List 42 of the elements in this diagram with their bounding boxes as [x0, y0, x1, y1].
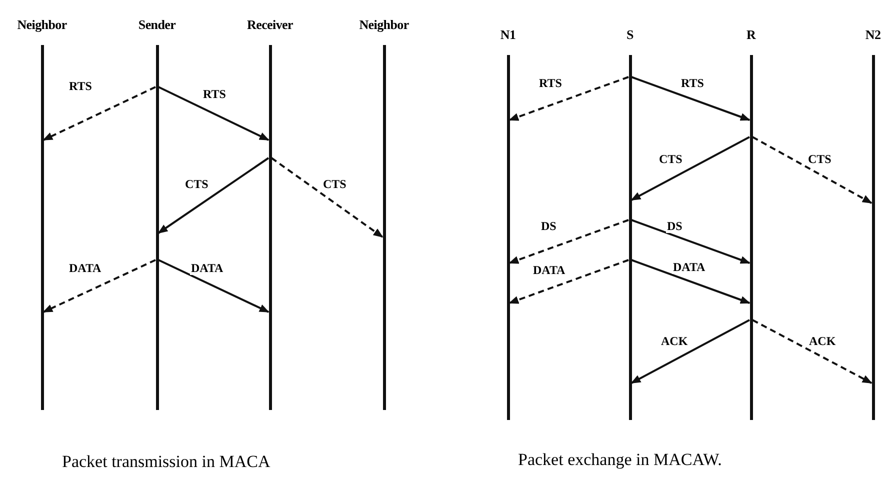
dashed-arrow [508, 259, 629, 304]
edge-label: RTS [68, 80, 93, 93]
arrow [158, 86, 270, 141]
edge-label: DATA [68, 262, 102, 275]
edge-label: DATA [190, 262, 224, 275]
lifeline-heading: N2 [865, 27, 881, 43]
lifeline-heading: Neighbor [17, 17, 67, 33]
dashed-arrow [42, 259, 156, 313]
edge-label: CTS [658, 153, 684, 166]
edge-label: RTS [202, 88, 227, 101]
lifeline-heading: N1 [500, 27, 516, 43]
edge-label: RTS [680, 77, 705, 90]
edge-label: CTS [807, 153, 832, 166]
dashed-arrow [508, 219, 629, 264]
arrow [631, 219, 750, 264]
lifeline-heading: R [746, 27, 756, 43]
lifeline-heading: Receiver [247, 17, 293, 33]
lifeline-heading: Sender [138, 17, 176, 33]
arrow [630, 136, 750, 201]
dashed-arrow [752, 319, 872, 384]
arrow [158, 259, 270, 313]
lifeline-heading: Neighbor [359, 17, 409, 33]
edge-label: CTS [322, 178, 348, 191]
edge-label: DS [666, 220, 684, 233]
edge-label: ACK [808, 335, 837, 348]
arrow [631, 259, 750, 304]
arrow [630, 319, 750, 384]
edge-label: ACK [660, 335, 689, 348]
edge-label: CTS [184, 178, 210, 191]
edge-label: DATA [532, 264, 566, 277]
dashed-arrow [508, 76, 629, 121]
edge-label: DS [540, 220, 558, 233]
arrow [158, 157, 270, 234]
edge-label: RTS [538, 77, 563, 90]
edge-label: DATA [672, 261, 706, 274]
dashed-arrow [270, 157, 384, 238]
figure-caption: Packet exchange in MACAW. [518, 450, 722, 470]
dashed-arrow [752, 136, 872, 204]
lifeline-heading: S [626, 27, 634, 43]
arrow [631, 76, 750, 121]
figure-caption: Packet transmission in MACA [62, 452, 270, 472]
dashed-arrow [42, 86, 156, 141]
